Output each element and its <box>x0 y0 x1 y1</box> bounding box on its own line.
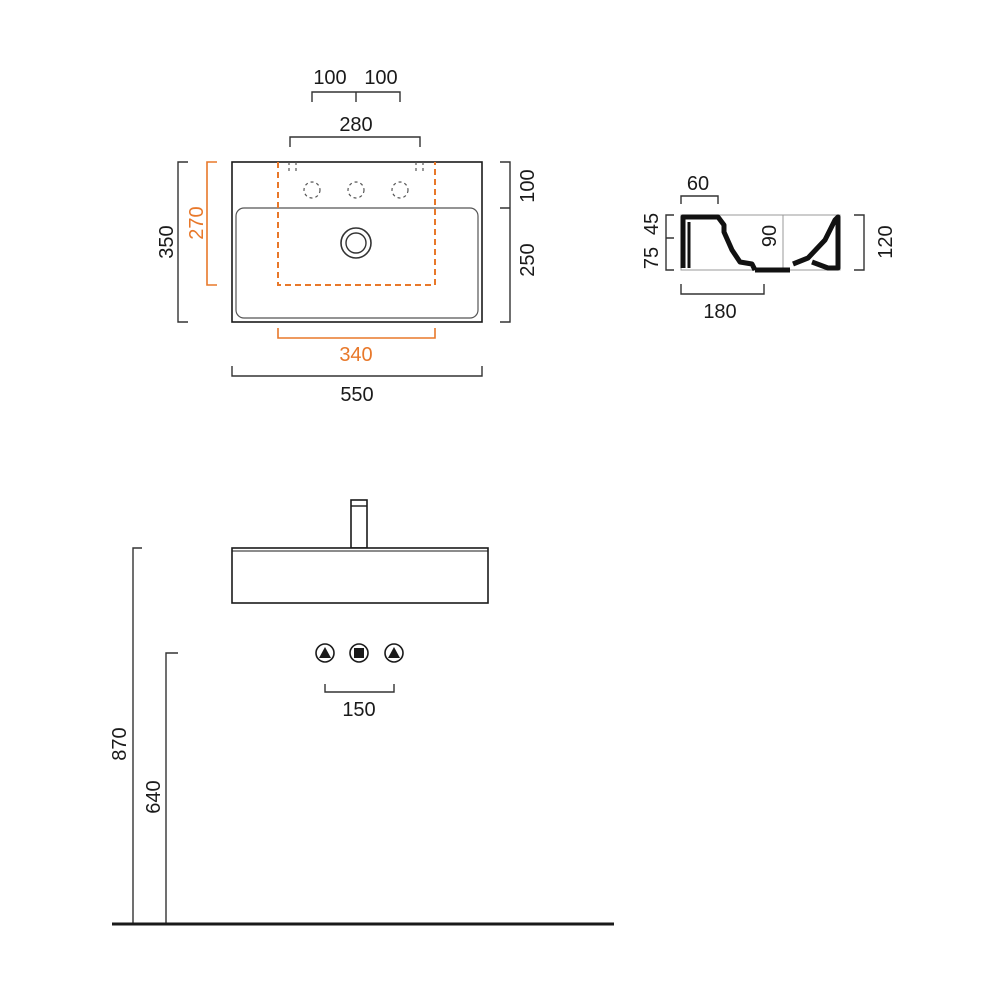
rear-ledge-label: 100 <box>517 169 539 202</box>
cabinet-width-dimension-line <box>277 328 436 339</box>
valve-spacing-label: 150 <box>342 699 375 721</box>
tap-span-label: 280 <box>339 114 372 136</box>
basin-front <box>231 547 489 604</box>
valve-left-icon <box>315 643 335 663</box>
tap-spacing-right-label: 100 <box>364 67 397 89</box>
side-height-dimension-line <box>854 214 865 271</box>
bowl-depth-label: 250 <box>517 243 539 276</box>
overall-width-dimension-line <box>231 366 483 377</box>
depth-split-dimension-line <box>500 161 511 323</box>
rim-height-dimension-line <box>132 547 142 924</box>
valve-height-label: 640 <box>143 780 165 813</box>
valve-height-dimension-line <box>165 652 178 924</box>
side-section: 60 45 75 90 120 180 <box>641 173 897 323</box>
side-height-split-dimension-line <box>665 214 674 271</box>
tap-spacing-left-label: 100 <box>313 67 346 89</box>
valve-right-icon <box>384 643 404 663</box>
dim-75-label: 75 <box>641 247 663 269</box>
tap-spacing-dimension-line <box>311 91 401 102</box>
rim-width-dimension-line <box>680 195 719 204</box>
cabinet-depth-dimension-line <box>206 161 217 286</box>
base-length-label: 180 <box>703 301 736 323</box>
valve-center-icon <box>349 643 369 663</box>
tap-hole-center-icon <box>347 181 365 199</box>
valve-spacing-dimension-line <box>324 684 395 693</box>
front-elevation: 150 870 640 <box>109 499 614 926</box>
section-profile <box>680 214 841 273</box>
drain-icon <box>340 227 372 259</box>
dim-90-label: 90 <box>759 225 781 247</box>
drain-inner-icon <box>345 232 367 254</box>
tap-span-dimension-line <box>289 136 421 147</box>
side-height-label: 120 <box>875 225 897 258</box>
dim-45-label: 45 <box>641 213 663 235</box>
base-length-dimension-line <box>680 284 765 295</box>
cabinet-depth-label: 270 <box>186 206 208 239</box>
cabinet-outline <box>277 162 436 286</box>
rim-width-label: 60 <box>687 173 709 195</box>
tap-hole-left-icon <box>303 181 321 199</box>
basin-bowl-top <box>235 207 479 319</box>
tap-hole-right-icon <box>391 181 409 199</box>
faucet-icon <box>350 499 368 549</box>
overall-width-label: 550 <box>340 384 373 406</box>
cabinet-width-label: 340 <box>339 344 372 366</box>
overall-depth-dimension-line <box>177 161 188 323</box>
rim-height-label: 870 <box>109 727 131 760</box>
top-view: 100 100 280 550 340 350 270 100 250 <box>156 67 539 406</box>
overall-depth-label: 350 <box>156 225 178 258</box>
